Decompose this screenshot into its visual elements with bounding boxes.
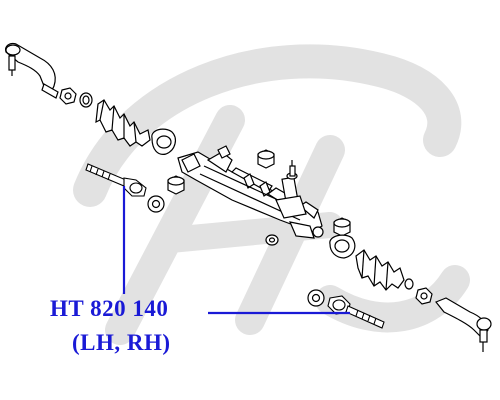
inner-tie-rod-right [327, 295, 385, 329]
claw-washer-left [147, 195, 165, 213]
callout-leader [122, 186, 350, 315]
boot-clip-right [404, 278, 414, 290]
boot-clamp-right-inner [329, 234, 356, 259]
rack-boot-left [95, 99, 151, 147]
mount-bushing-left [167, 175, 185, 195]
fitment-label: (LH, RH) [72, 330, 171, 355]
lock-nut-left [59, 87, 77, 105]
part-number-label: HT 820 140 [50, 296, 169, 321]
mount-bushing-right [333, 217, 351, 237]
claw-washer-right [307, 289, 325, 307]
mount-bracket [265, 221, 324, 246]
boot-clamp-left-outer [79, 92, 93, 108]
inner-tie-rod-left [85, 163, 147, 197]
rack-boot-right [355, 249, 405, 291]
tie-rod-end-left [5, 42, 59, 99]
tie-rod-end-right [435, 297, 492, 352]
lock-nut-right [415, 287, 433, 305]
pinion-valve [275, 160, 307, 219]
watermark-swoosh [73, 44, 462, 207]
boot-clamp-left-inner [151, 128, 176, 155]
watermark-stroke-left [105, 105, 245, 345]
mount-bushing-top [257, 149, 275, 169]
